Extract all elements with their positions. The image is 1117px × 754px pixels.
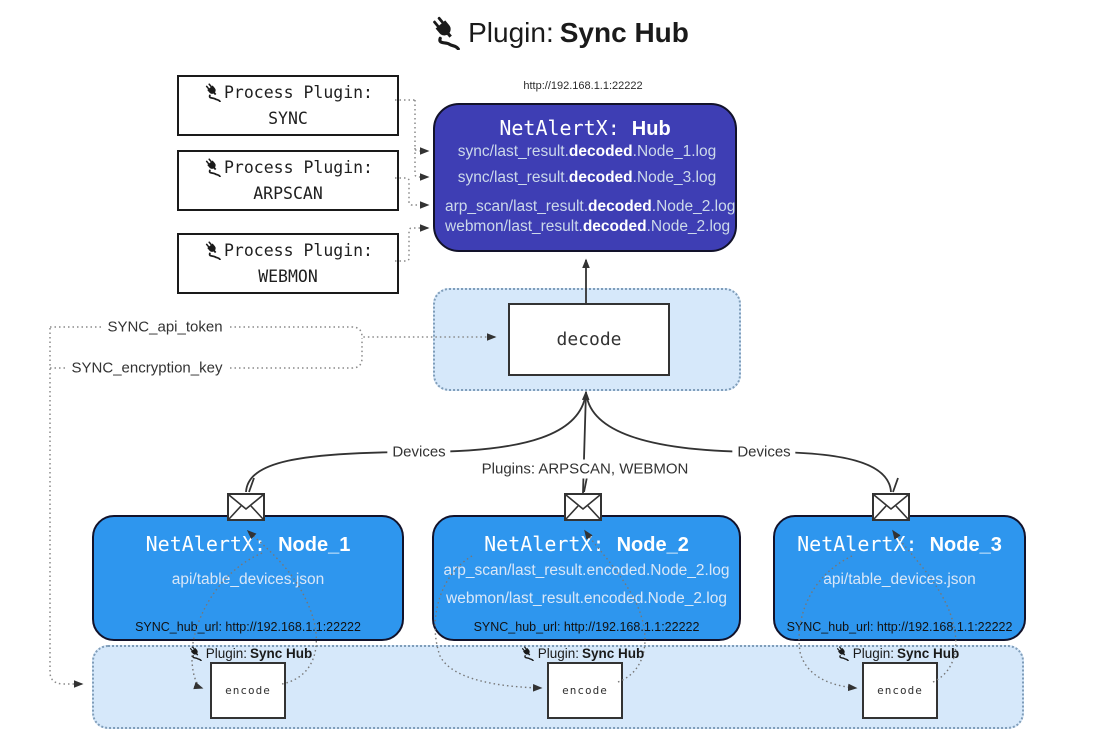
page-title: Plugin: Sync Hub <box>0 16 1117 50</box>
node-hub-url: SYNC_hub_url: http://192.168.1.1:22222 <box>786 620 1013 634</box>
devices-label-left: Devices <box>387 442 451 462</box>
hub-file-line: arp_scan/last_result.decoded.Node_2.log <box>445 198 736 215</box>
plug-icon <box>520 646 535 661</box>
hub-file-line: sync/last_result.decoded.Node_1.log <box>457 143 717 160</box>
edge-envelope-stub <box>583 476 588 493</box>
hub-url-label: http://192.168.1.1:22222 <box>523 80 643 92</box>
plug-icon <box>188 646 203 661</box>
sync-hub-plugin-label: Plugin: Sync Hub <box>188 646 312 661</box>
decode-step: decode <box>508 303 670 376</box>
node-file: arp_scan/last_result.encoded.Node_2.log <box>443 562 730 579</box>
devices-label-right: Devices <box>732 442 796 462</box>
node-title: NetAlertX: Node_2 <box>484 532 689 556</box>
plug-icon <box>835 646 850 661</box>
node-title: NetAlertX: Node_3 <box>797 532 1002 556</box>
edge-sync-to-hub-node3 <box>414 148 430 181</box>
node-title: NetAlertX: Node_1 <box>145 532 351 556</box>
plugins-label-middle: Plugins: ARPSCAN, WEBMON <box>476 459 694 479</box>
hub-node: NetAlertX: Hub sync/last_result.decoded.… <box>433 103 737 252</box>
edge-sync-to-hub-node1 <box>414 100 430 155</box>
node-hub-url: SYNC_hub_url: http://192.168.1.1:22222 <box>135 620 361 634</box>
node-file: webmon/last_result.encoded.Node_2.log <box>446 590 727 607</box>
process-plugin-name: WEBMON <box>258 266 318 286</box>
plug-icon <box>203 83 222 102</box>
edge-arpscan-to-hub <box>395 177 430 209</box>
page-title-prefix: Plugin: <box>468 17 554 48</box>
process-plugin-name: ARPSCAN <box>253 183 323 203</box>
encode-step: encode <box>210 662 286 719</box>
envelope-icon <box>227 493 265 521</box>
hub-title-prefix: NetAlertX: <box>499 116 632 140</box>
encode-step: encode <box>547 662 623 719</box>
node-hub-url: SYNC_hub_url: http://192.168.1.1:22222 <box>473 620 700 634</box>
edge-webmon-to-hub <box>395 224 430 262</box>
plug-icon <box>203 241 222 260</box>
plug-icon <box>428 16 462 50</box>
node-file: api/table_devices.json <box>823 571 976 588</box>
sync-encryption-key-label: SYNC_encryption_key <box>66 358 228 378</box>
encode-step: encode <box>862 662 938 719</box>
envelope-icon <box>872 493 910 521</box>
hub-title-name: Hub <box>631 118 671 140</box>
plug-icon <box>203 158 222 177</box>
sync-hub-plugin-label: Plugin: Sync Hub <box>835 646 959 661</box>
process-plugin-arpscan: Process Plugin: ARPSCAN <box>177 150 399 211</box>
hub-file-line: sync/last_result.decoded.Node_3.log <box>457 169 717 186</box>
process-plugin-webmon: Process Plugin: WEBMON <box>177 233 399 294</box>
process-plugin-name: SYNC <box>268 108 308 128</box>
page-title-name: Sync Hub <box>559 17 689 48</box>
edge-envelope-stub <box>248 477 255 493</box>
process-plugin-label: Process Plugin: <box>223 157 373 177</box>
node-file: api/table_devices.json <box>171 571 325 588</box>
edge-envelope-stub <box>892 477 899 493</box>
node-2: NetAlertX: Node_2 arp_scan/last_result.e… <box>432 515 741 641</box>
process-plugin-label: Process Plugin: <box>223 82 373 102</box>
edge-tokens-to-encode-band <box>49 328 84 688</box>
node-3: NetAlertX: Node_3 api/table_devices.json… <box>773 515 1026 641</box>
hub-file-line: webmon/last_result.decoded.Node_2.log <box>445 218 731 235</box>
hub-title: NetAlertX: Hub <box>435 116 735 141</box>
process-plugin-label: Process Plugin: <box>223 240 373 260</box>
process-plugin-sync: Process Plugin: SYNC <box>177 75 399 136</box>
sync-hub-plugin-label: Plugin: Sync Hub <box>520 646 644 661</box>
envelope-icon <box>564 493 602 521</box>
sync-api-token-label: SYNC_api_token <box>102 317 228 337</box>
node-1: NetAlertX: Node_1 api/table_devices.json… <box>92 515 404 641</box>
